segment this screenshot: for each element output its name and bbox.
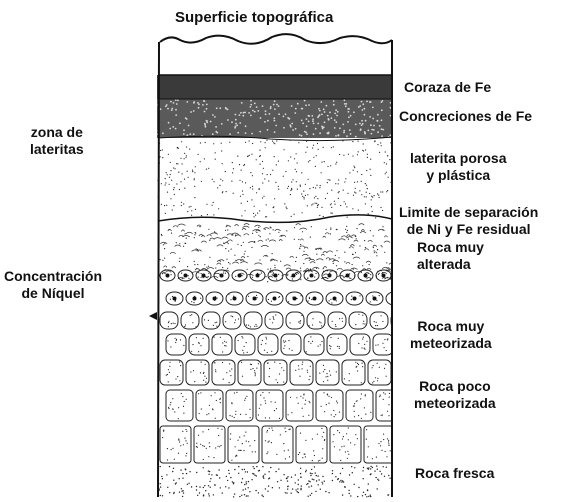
label-very-altered-rock: Roca muy alterada <box>417 239 484 272</box>
weathered-rock-blocks <box>159 269 393 464</box>
altered-rock-texture <box>159 223 393 283</box>
label-slightly-weathered-rock: Roca poco meteorizada <box>414 378 496 411</box>
label-separation-limit: Limite de separación de Ni y Fe residual <box>399 204 539 237</box>
label-iron-concretions: Concreciones de Fe <box>399 108 533 124</box>
label-nickel-concentration: Concentración de Níquel <box>4 268 103 301</box>
label-very-weathered-rock: Roca muy meteorizada <box>410 318 492 351</box>
separation-limit-line <box>157 214 393 224</box>
topographic-surface-line <box>159 33 393 45</box>
label-laterite-zone: zona de lateritas <box>30 124 84 157</box>
label-porous-laterite: laterita porosa y plástica <box>410 150 507 183</box>
porous-laterite-texture <box>157 139 392 219</box>
concretion-texture <box>157 99 392 138</box>
label-iron-crust: Coraza de Fe <box>404 79 492 95</box>
label-fresh-rock: Roca fresca <box>415 465 495 481</box>
column-left-edge <box>157 41 160 498</box>
fresh-rock-texture <box>157 465 393 498</box>
layer-iron-crust <box>157 75 393 99</box>
diagram-title: Superficie topográfica <box>175 9 334 26</box>
